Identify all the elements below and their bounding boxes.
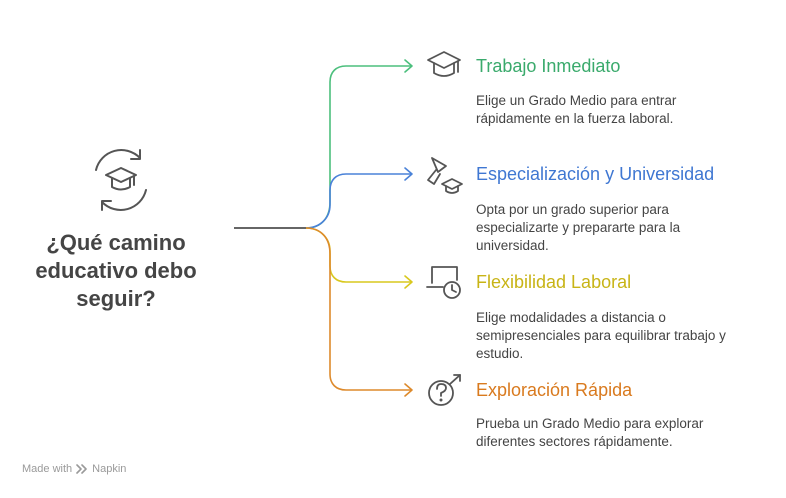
footer-brand: Napkin [92,463,127,475]
connector-flexibilidad [305,227,411,283]
cycle-arrowhead-top [130,149,141,160]
branch-title-exploracion: Exploración Rápida [476,380,633,400]
description-line: universidad. [476,238,549,253]
cycle-arc-top [95,149,141,171]
graduation-cap-icon [427,51,461,77]
description-line: Opta por un grado superior para [476,202,669,217]
arrowhead-flexibilidad [404,275,413,289]
branch-description-flexibilidad: Elige modalidades a distancia o semipres… [476,309,726,363]
description-line: Prueba un Grado Medio para explorar [476,416,704,431]
cycle-arrowhead-bottom [101,200,112,211]
branch-description-trabajo: Elige un Grado Medio para entrar rápidam… [476,92,676,128]
footer-made-with: Made with [22,463,73,475]
pennant-cap-icon [427,157,463,194]
question-line: seguir? [76,286,156,311]
description-line: especializarte y prepararte para la [476,220,681,235]
question-compass-icon [428,374,461,406]
cycle-arc-bottom [101,189,147,211]
description-line: semipresenciales para equilibrar trabajo… [476,328,726,343]
connector-exploracion [305,227,411,391]
made-with-footer[interactable]: Made with Napkin [22,463,126,475]
mortarboard-top [105,167,137,183]
branch-title-especializacion: Especialización y Universidad [476,164,715,184]
description-line: Elige un Grado Medio para entrar [476,93,677,108]
question-line: educativo debo [35,258,197,283]
description-line: rápidamente en la fuerza laboral. [476,111,674,126]
arrowhead-trabajo [404,59,413,73]
central-question: ¿Qué camino educativo debo seguir? [16,229,216,313]
branch-description-exploracion: Prueba un Grado Medio para explorar dife… [476,415,703,451]
napkin-logo-icon [76,464,87,474]
branch-description-especializacion: Opta por un grado superior para especial… [476,201,680,255]
description-line: Elige modalidades a distancia o [476,310,666,325]
mortarboard-base [111,177,131,191]
arrowhead-especializacion [404,167,413,181]
cycle-graduation-cap-icon [95,149,147,211]
description-line: estudio. [476,346,524,361]
connector-trabajo [305,65,411,229]
arrowhead-exploracion [404,383,413,397]
laptop-clock-icon [426,266,461,299]
branch-title-flexibilidad: Flexibilidad Laboral [476,272,632,292]
connector-especializacion [305,173,411,229]
question-line: ¿Qué camino [46,230,186,255]
branch-title-trabajo: Trabajo Inmediato [476,56,621,76]
description-line: diferentes sectores rápidamente. [476,434,673,449]
